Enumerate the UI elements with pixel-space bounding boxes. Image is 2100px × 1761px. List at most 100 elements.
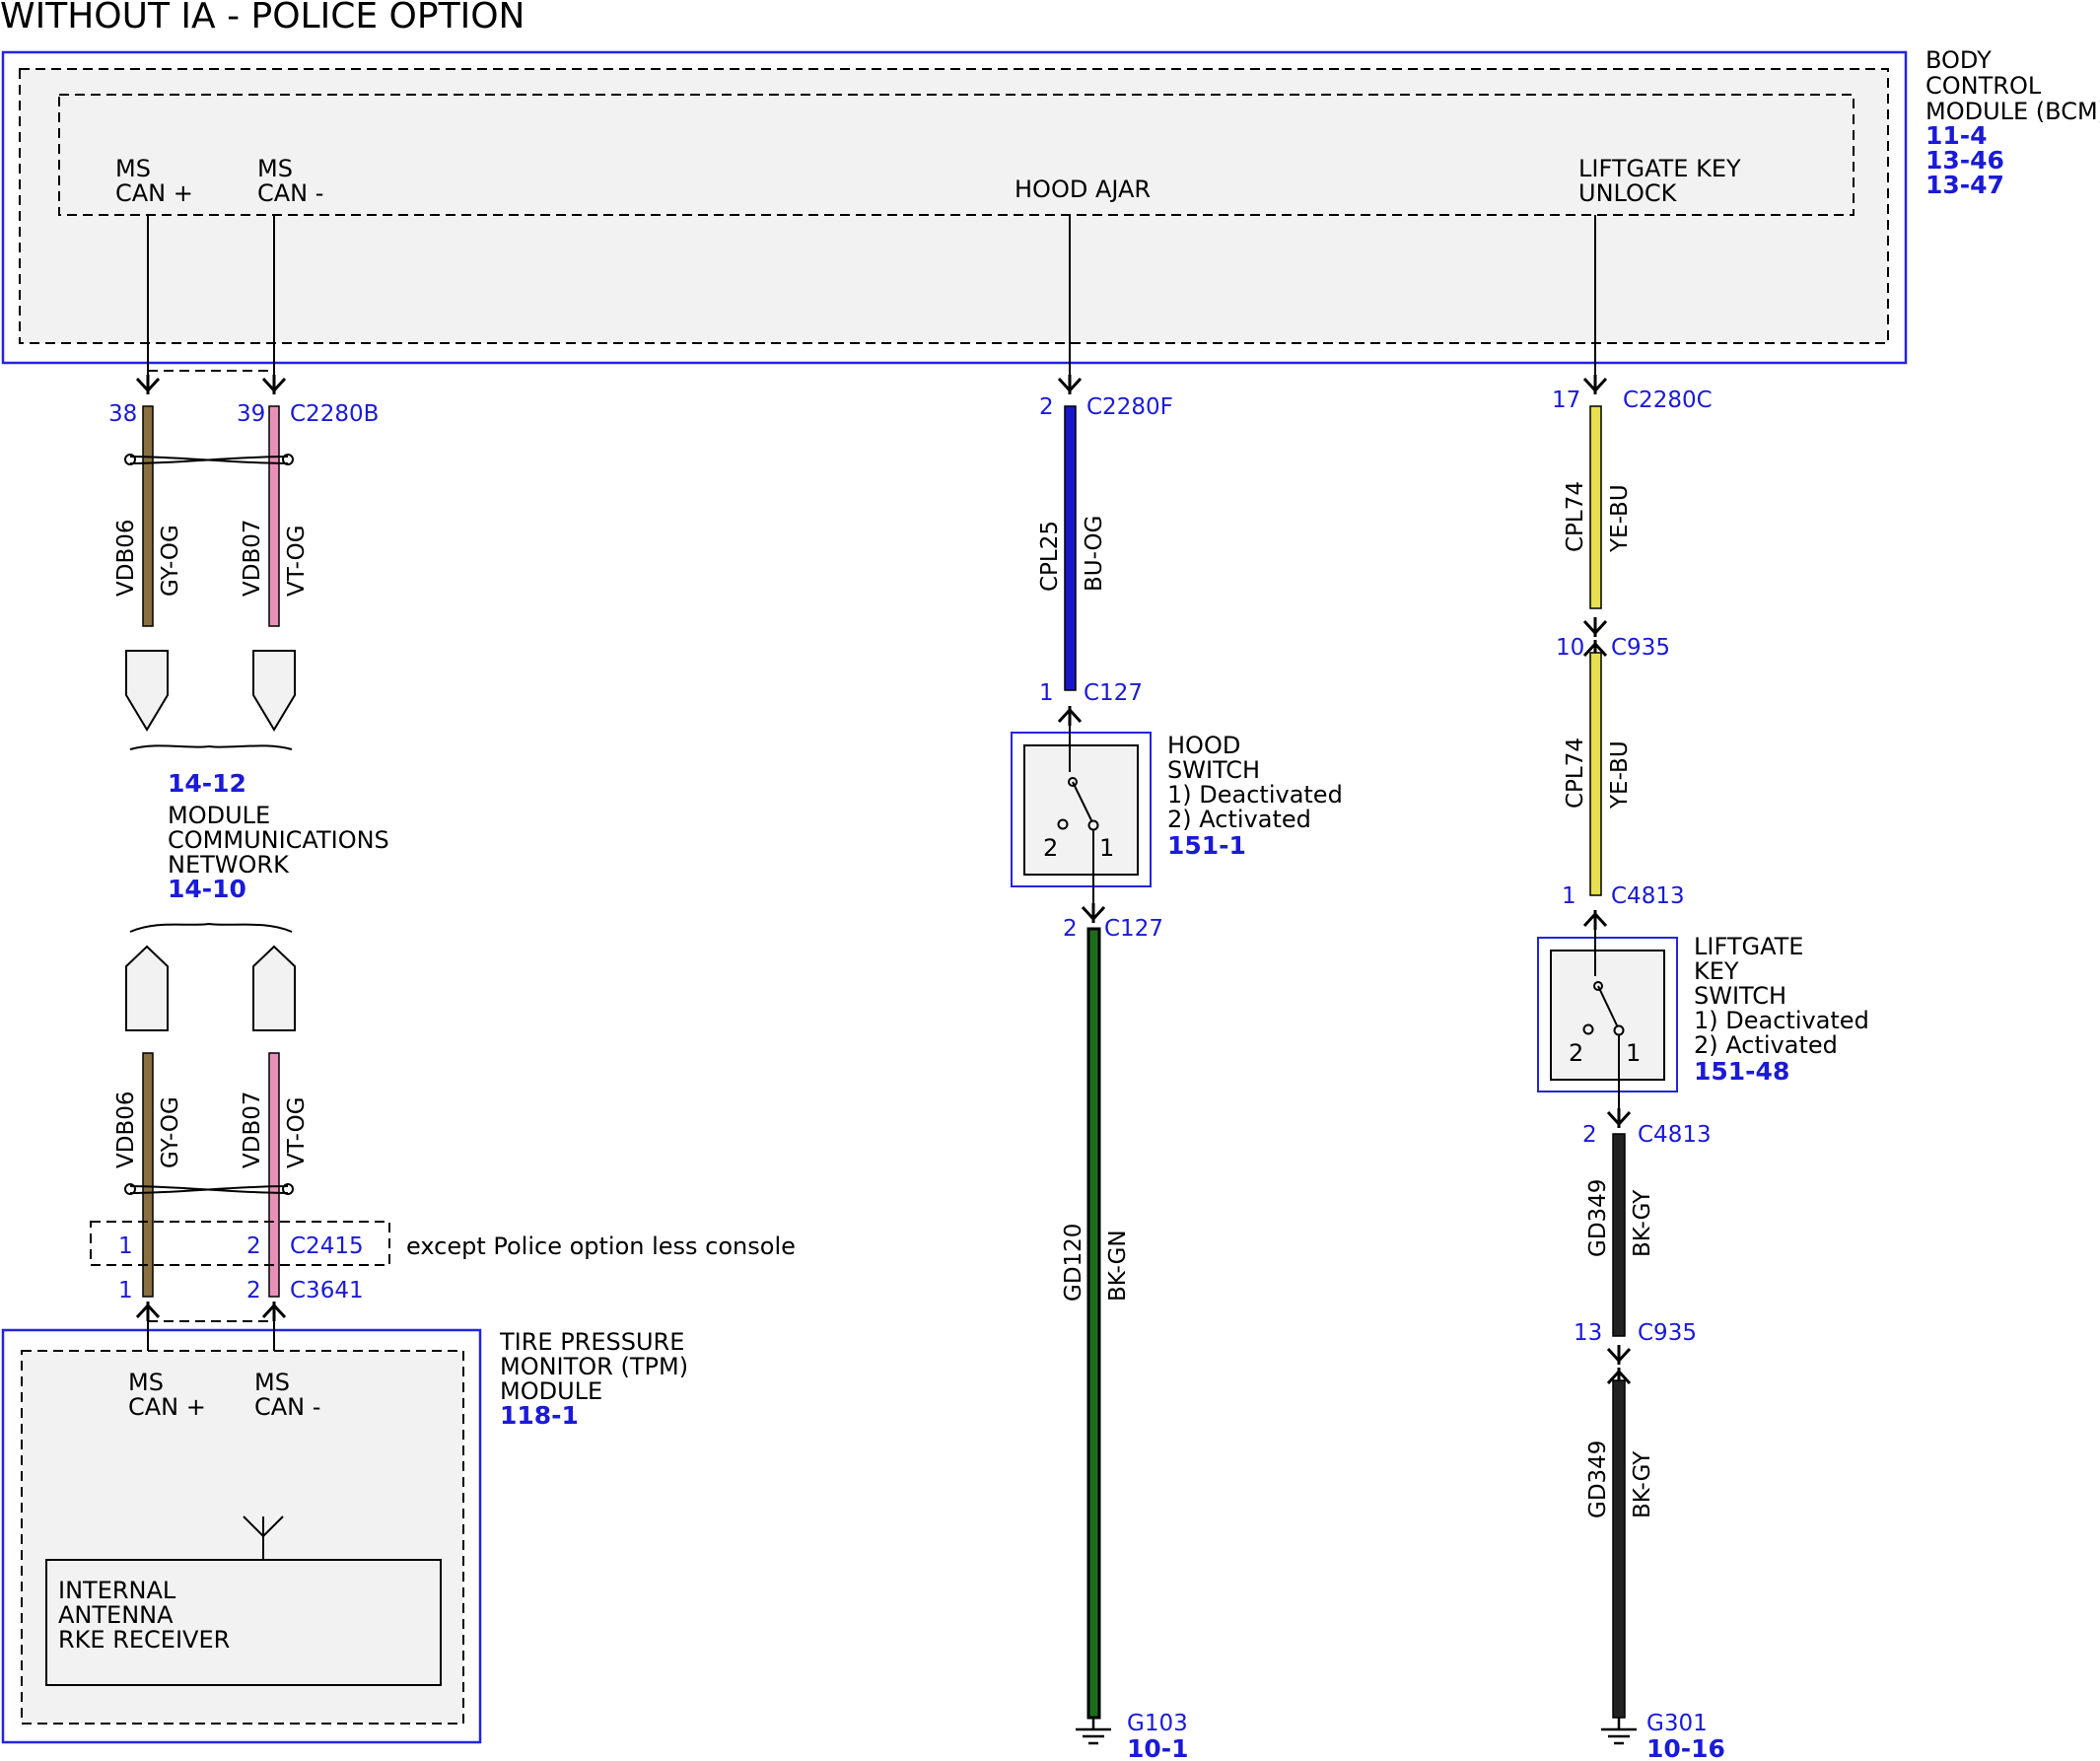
network-brace-upper bbox=[129, 744, 293, 750]
hood-switch-outer bbox=[1011, 732, 1152, 887]
c4813-bottom-pin: 2 bbox=[1582, 1122, 1597, 1148]
liftgate-switch-pos2: 2 bbox=[1569, 1039, 1583, 1067]
vdb07-color-upper: VT-OG bbox=[284, 525, 310, 597]
network-plug-plus-lower bbox=[125, 945, 169, 1031]
cpl74-circuit-lower: CPL74 bbox=[1563, 738, 1588, 809]
gd349-color-upper: BK-GY bbox=[1630, 1189, 1655, 1257]
bcm-pin-ms-can-minus-l2: CAN - bbox=[257, 179, 323, 207]
wire-cpl74-upper bbox=[1589, 405, 1602, 609]
bcm-ref-2: 13-46 bbox=[1925, 146, 2004, 175]
liftgate-switch-contact-2 bbox=[1582, 1023, 1594, 1035]
tpm-name-line2: MONITOR (TPM) bbox=[500, 1353, 688, 1380]
liftgate-switch-name-3: SWITCH bbox=[1694, 982, 1786, 1010]
vdb07-color-lower: VT-OG bbox=[284, 1096, 310, 1168]
c935-bottom-pin: 13 bbox=[1574, 1320, 1602, 1346]
bcm-pin-ms-can-plus-l1: MS bbox=[115, 155, 151, 182]
c2415-pin1: 1 bbox=[118, 1233, 133, 1259]
wire-cpl74-lower bbox=[1589, 652, 1602, 896]
tpm-antenna-line2: ANTENNA bbox=[58, 1601, 174, 1629]
c2280c-label: C2280C bbox=[1623, 387, 1713, 413]
tpm-pin-minus-l1: MS bbox=[254, 1369, 290, 1396]
liftgate-switch-pos1: 1 bbox=[1626, 1039, 1641, 1067]
gd349-color-lower: BK-GY bbox=[1630, 1450, 1655, 1518]
bcm-pin-liftgate-l2: UNLOCK bbox=[1578, 179, 1678, 207]
tpm-antenna-line1: INTERNAL bbox=[58, 1577, 176, 1604]
c935-top-pin: 10 bbox=[1556, 635, 1584, 661]
liftgate-switch-ref: 151-48 bbox=[1694, 1057, 1789, 1086]
liftgate-switch-blade bbox=[1597, 985, 1618, 1026]
vdb06-circuit-upper: VDB06 bbox=[113, 520, 139, 598]
network-line1: MODULE bbox=[168, 802, 270, 829]
twist-end-upper-left bbox=[124, 454, 136, 465]
liftgate-switch-state-2: 2) Activated bbox=[1694, 1031, 1838, 1059]
bcm-pin-area bbox=[58, 94, 1855, 216]
c2280b-pin38: 38 bbox=[108, 401, 137, 427]
c2280f-pin: 2 bbox=[1039, 394, 1054, 420]
gd349-circuit-upper: GD349 bbox=[1585, 1179, 1611, 1257]
tpm-name-line1: TIRE PRESSURE bbox=[499, 1328, 684, 1356]
cpl25-color: BU-OG bbox=[1082, 516, 1107, 592]
bcm-module bbox=[1, 50, 1908, 365]
network-ref-top: 14-12 bbox=[168, 769, 246, 798]
ground-g301-symbol bbox=[1599, 1716, 1639, 1745]
twist-end-lower-left bbox=[124, 1183, 136, 1195]
bcm-name-line2: CONTROL bbox=[1925, 72, 2042, 100]
wire-cpl25 bbox=[1064, 405, 1077, 691]
c4813-top-label: C4813 bbox=[1611, 883, 1685, 909]
vdb06-color-upper: GY-OG bbox=[158, 525, 183, 597]
cpl74-color-upper: YE-BU bbox=[1607, 484, 1633, 553]
c2280c-pin: 17 bbox=[1552, 387, 1580, 413]
cpl25-circuit: CPL25 bbox=[1037, 521, 1063, 592]
wire-vdb07-upper bbox=[268, 405, 280, 627]
c3641-label: C3641 bbox=[290, 1278, 364, 1303]
liftgate-switch-pivot bbox=[1593, 981, 1603, 991]
network-plug-minus-upper bbox=[252, 650, 296, 732]
ground-g103-ref: 10-1 bbox=[1127, 1734, 1189, 1761]
c127-bottom-pin: 2 bbox=[1063, 916, 1078, 942]
c935-bottom-arrow-down bbox=[1606, 1343, 1632, 1367]
liftgate-switch-state-1: 1) Deactivated bbox=[1694, 1007, 1869, 1034]
bcm-pin-hood-ajar: HOOD AJAR bbox=[1015, 176, 1151, 203]
gd349-circuit-lower: GD349 bbox=[1585, 1441, 1611, 1518]
c2415-optional-box bbox=[90, 1221, 390, 1266]
hood-switch-contact-1 bbox=[1087, 819, 1099, 831]
hood-switch-name-2: SWITCH bbox=[1167, 756, 1260, 784]
liftgate-switch-outer bbox=[1537, 937, 1678, 1092]
c935-bottom-label: C935 bbox=[1638, 1320, 1697, 1346]
c2280f-pin-arrow bbox=[1057, 373, 1083, 396]
bcm-name-line1: BODY bbox=[1925, 46, 1992, 74]
twisted-pair-upper bbox=[129, 456, 289, 464]
tpm-outer-border bbox=[1, 1328, 482, 1744]
hood-switch-state-1: 1) Deactivated bbox=[1167, 781, 1343, 809]
wire-vdb07-lower bbox=[268, 1052, 280, 1298]
cpl74-color-lower: YE-BU bbox=[1607, 740, 1633, 810]
c2280b-label: C2280B bbox=[290, 401, 379, 427]
network-line3: NETWORK bbox=[168, 851, 290, 879]
liftgate-switch-inner bbox=[1550, 950, 1665, 1081]
c3641-pin2: 2 bbox=[246, 1278, 261, 1303]
wire-gd120 bbox=[1086, 927, 1101, 1720]
hood-switch-pos1: 1 bbox=[1099, 834, 1114, 862]
c3641-pin1: 1 bbox=[118, 1278, 133, 1303]
vdb06-circuit-lower: VDB06 bbox=[113, 1092, 139, 1169]
c2415-label: C2415 bbox=[290, 1233, 364, 1259]
antenna-icon bbox=[243, 1515, 284, 1560]
c2280b-pin38-arrow bbox=[135, 373, 161, 396]
wire-vdb06-upper bbox=[142, 405, 154, 627]
tpm-antenna-line3: RKE RECEIVER bbox=[58, 1626, 230, 1654]
hood-switch-ref: 151-1 bbox=[1167, 831, 1246, 860]
hood-switch-name-1: HOOD bbox=[1167, 732, 1240, 759]
network-line2: COMMUNICATIONS bbox=[168, 826, 389, 854]
tpm-pin-plus-l2: CAN + bbox=[128, 1393, 206, 1421]
tpm-name-line3: MODULE bbox=[500, 1377, 602, 1405]
liftgate-switch-contact-1 bbox=[1613, 1024, 1625, 1036]
gd120-circuit: GD120 bbox=[1061, 1224, 1086, 1302]
liftgate-switch-name-1: LIFTGATE bbox=[1694, 933, 1803, 960]
network-brace-lower bbox=[129, 922, 293, 933]
ground-g301-ref: 10-16 bbox=[1646, 1734, 1725, 1761]
c3641-pin1-arrow bbox=[135, 1300, 161, 1323]
c4813-top-pin: 1 bbox=[1562, 883, 1576, 909]
network-plug-minus-lower bbox=[252, 945, 296, 1031]
vdb06-color-lower: GY-OG bbox=[158, 1096, 183, 1168]
